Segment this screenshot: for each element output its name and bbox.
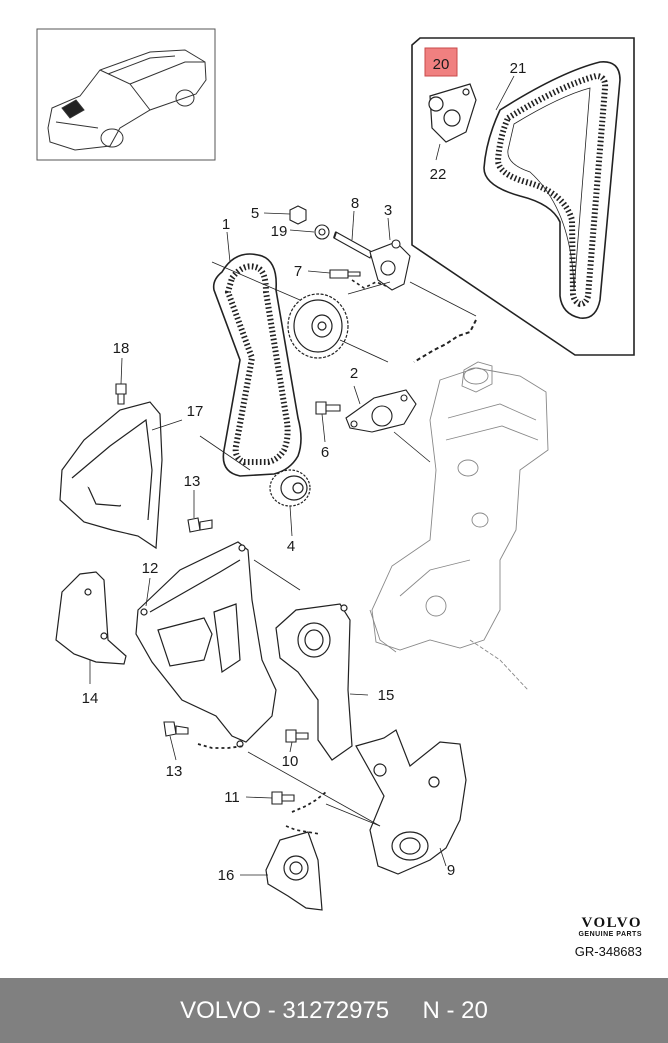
callout-10: 10	[282, 753, 299, 770]
callout-13-lower: 13	[166, 763, 183, 780]
callout-19: 19	[271, 223, 288, 240]
brand-subtitle: GENUINE PARTS	[578, 931, 642, 938]
callout-20: 20	[433, 56, 450, 73]
fasteners	[115, 205, 417, 805]
callout-12: 12	[142, 560, 159, 577]
seal-16	[265, 831, 323, 911]
callout-16: 16	[218, 867, 235, 884]
diagram-code: GR-348683	[574, 944, 642, 959]
cover-14	[55, 571, 127, 665]
callout-21: 21	[510, 60, 527, 77]
callout-17: 17	[187, 403, 204, 420]
callout-9: 9	[447, 862, 455, 879]
callout-1: 1	[222, 216, 230, 233]
callout-2: 2	[350, 365, 358, 382]
housing-9	[355, 729, 467, 875]
callout-3: 3	[384, 202, 392, 219]
cover-12	[135, 541, 277, 748]
tensioner-22	[428, 83, 477, 143]
brand-block: VOLVO GENUINE PARTS GR-348683	[575, 915, 642, 959]
callout-18: 18	[113, 340, 130, 357]
callout-7: 7	[294, 263, 302, 280]
parts-diagram: 1 2 3 4 5 6 7 8 9 10 11 12 13 13 14 15 1…	[36, 28, 635, 911]
timing-belt-1	[212, 253, 302, 477]
leader-lines	[89, 210, 477, 876]
callout-15: 15	[378, 687, 395, 704]
crank-sprocket-4	[269, 469, 311, 507]
cover-17	[59, 401, 163, 550]
callout-8: 8	[351, 195, 359, 212]
car-thumbnail	[36, 28, 216, 161]
footer-text: VOLVO - 31272975 N - 20	[180, 996, 488, 1024]
callout-4: 4	[287, 538, 295, 555]
callout-22: 22	[430, 166, 447, 183]
callout-13-upper: 13	[184, 473, 201, 490]
highlight-box-20	[424, 47, 458, 77]
engine-block	[369, 361, 549, 691]
callout-5: 5	[251, 205, 259, 222]
camshaft-gear	[287, 293, 349, 359]
callout-11: 11	[224, 789, 240, 806]
belt-21	[483, 61, 621, 319]
callout-14: 14	[82, 690, 99, 707]
cover-15	[275, 603, 353, 761]
callout-6: 6	[321, 444, 329, 461]
callout-labels: 1 2 3 4 5 6 7 8 9 10 11 12 13 13 14 15 1…	[82, 56, 527, 884]
brand-logo: VOLVO	[581, 915, 642, 931]
footer-bar: VOLVO - 31272975 N - 20	[0, 978, 668, 1043]
inset-box	[411, 37, 635, 356]
